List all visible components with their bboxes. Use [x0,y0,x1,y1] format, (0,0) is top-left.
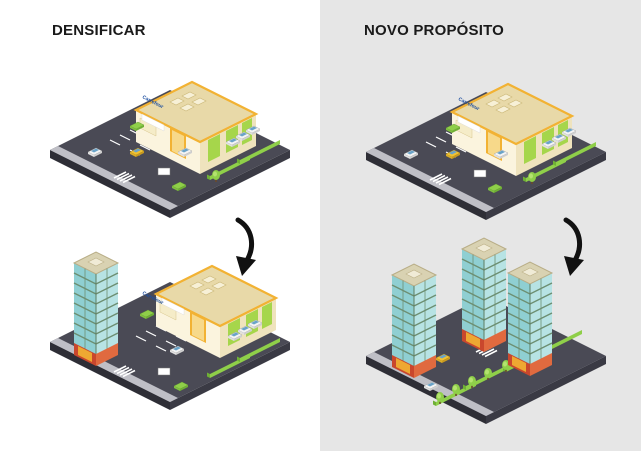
arrow-left [236,220,256,276]
scene-left-bottom [50,251,290,410]
scene-right-top [366,82,606,220]
scene-left-top [50,80,290,218]
arrow-right [564,220,584,276]
title-densificar: DENSIFICAR [52,22,146,39]
title-novo-proposito: NOVO PROPÓSITO [364,22,505,39]
